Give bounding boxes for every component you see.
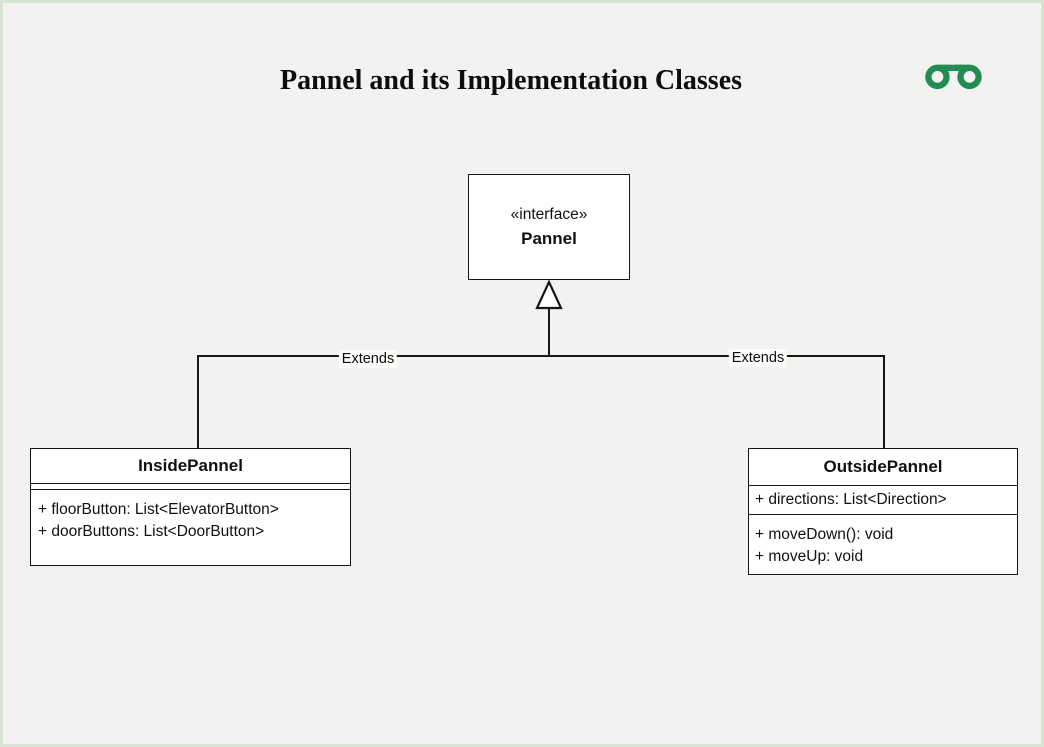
class-attribute: + doorButtons: List<DoorButton> — [38, 522, 265, 540]
connector-left-drop-line — [197, 356, 199, 448]
connector-stem-line — [548, 309, 550, 357]
class-box-insidepannel: InsidePannel + floorButton: List<Elevato… — [30, 448, 351, 566]
attributes-compartment: + directions: List<Direction> — [749, 486, 1017, 515]
class-name: OutsidePannel — [749, 449, 1017, 486]
geeksforgeeks-logo-icon — [925, 64, 982, 90]
class-box-outsidepannel: OutsidePannel + directions: List<Directi… — [748, 448, 1018, 575]
class-method: + moveDown(): void — [755, 526, 894, 543]
empty-compartment — [31, 484, 350, 490]
interface-pannel-box: «interface» Pannel — [468, 174, 630, 280]
generalization-arrow-icon — [535, 280, 563, 310]
extends-label-left: Extends — [338, 350, 398, 368]
methods-compartment: + moveDown(): void + moveUp: void — [749, 515, 1017, 577]
class-attribute: + directions: List<Direction> — [755, 491, 947, 508]
interface-name: Pannel — [521, 229, 577, 248]
extends-label-right: Extends — [728, 349, 788, 367]
class-name: InsidePannel — [31, 449, 350, 484]
class-attribute: + floorButton: List<ElevatorButton> — [38, 500, 279, 518]
interface-stereotype: «interface» — [510, 206, 588, 223]
connector-horizontal-line — [197, 355, 885, 357]
class-method: + moveUp: void — [755, 548, 864, 565]
connector-right-drop-line — [883, 356, 885, 448]
attributes-compartment: + floorButton: List<ElevatorButton> + do… — [31, 490, 350, 552]
page-title: Pannel and its Implementation Classes — [279, 65, 743, 96]
